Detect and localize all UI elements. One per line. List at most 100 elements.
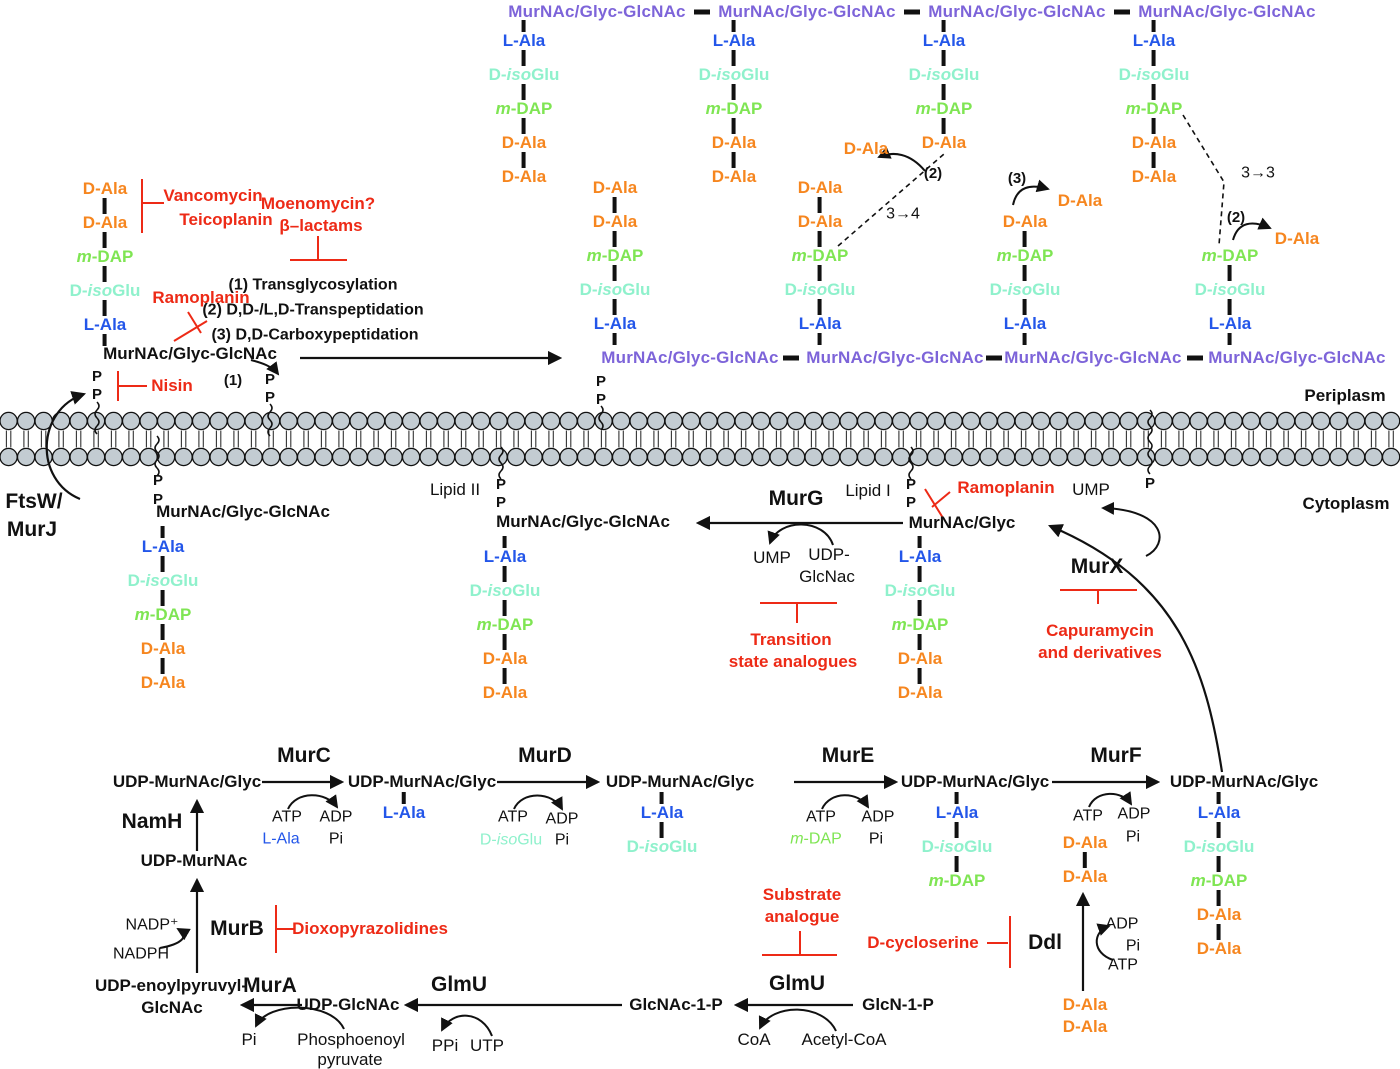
residue-isoglu: D-isoGlu [1118,65,1190,84]
residue-dala: D-Ala [1062,867,1108,886]
residue-isoglu: D-isoGlu [921,837,993,856]
peptide-bond [612,231,617,247]
peptide-bond [941,50,946,66]
residue-isoglu: D-isoGlu [127,571,199,590]
released-dala-1: D-Ala [843,139,889,159]
peptide-bond [817,265,822,281]
ddl-adp-label: ADP [1105,915,1139,933]
residue-lala: L-Ala [502,31,546,50]
residue-isoglu: D-isoGlu [1194,280,1266,299]
undecaprenyl-anchor-squiggle-4 [154,435,160,477]
mure-adp-label: ADP [861,808,895,826]
ppi-label: PPi [431,1036,459,1056]
ramoplanin-right-inhibit-bar [924,488,951,519]
peptide-chain-18: D-Ala [1063,996,1107,1014]
residue-lala: L-Ala [593,314,637,333]
nisin-inhibit-bar [117,371,147,401]
peptide-bond [502,634,507,650]
undecaprenyl-anchor-squiggle-6 [908,446,914,480]
peptide-bond [102,232,107,248]
residue-lala: L-Ala [712,31,756,50]
murd-atp-label: ATP [498,808,528,826]
residue-isoglu: D-isoGlu [579,280,651,299]
residue-mdap: m-DAP [1190,871,1248,890]
residue-isoglu: D-isoGlu [784,280,856,299]
peptide-chain-13: L-Ala [383,792,425,822]
step2b-release-arc [1232,217,1272,241]
peptide-bond [1151,118,1156,134]
ladder-udp-murnac-glyc-2: UDP-MurNAc/Glyc [347,772,497,792]
peptide-bond [1022,231,1027,247]
murd-adp-label: ADP [545,810,579,828]
nadp-label: NADP⁺ [125,916,179,934]
peptide-bond [102,266,107,282]
peptide-bond [521,118,526,134]
peptide-bond [731,152,736,168]
peptide-bond [941,20,946,32]
peptide-chain-19: D-Ala [1063,1018,1107,1036]
acetyl-coa-label: Acetyl-CoA [801,1030,887,1050]
ramoplanin-right-label: Ramoplanin [957,478,1055,498]
peptide-bond [612,299,617,315]
udp-enoylpyruvyl-label: UDP-enoylpyruvyl- [94,976,248,996]
residue-lala: L-Ala [483,547,527,566]
residue-lala: L-Ala [141,537,185,556]
lipid-bilayer-membrane [0,411,1400,467]
capuramycin-label-2: and derivatives [1038,643,1162,663]
murg-udp-label: UDP- [808,545,850,565]
step2b-label: (2) [1226,209,1246,227]
undecaprenyl-anchor-squiggle-7 [1147,409,1153,475]
vancomycin-inhibit-bar [141,179,164,233]
peptide-bond [1151,152,1156,168]
residue-dala: D-Ala [592,178,638,197]
transition-state-label-2: state analogues [728,652,858,672]
residue-isoglu: D-isoGlu [69,281,141,300]
bottom_row-unit-2: MurNAc/Glyc-GlcNAc [806,348,984,368]
peptide-bond [1022,333,1027,345]
reaction-arcs [159,146,1272,1037]
released-dala-3: D-Ala [1274,229,1320,249]
murf-atp-adp-arc [1088,791,1133,808]
peptide-bond [102,334,107,346]
peptide-bond [954,822,959,838]
lipid1-unit: MurNAc/Glyc [908,513,1016,533]
glcnac-1-p-label: GlcNAc-1-P [629,995,723,1015]
peptide-bond [160,590,165,606]
peptide-bond [160,556,165,572]
residue-dala: D-Ala [501,167,547,186]
residue-lala: L-Ala [798,314,842,333]
undecaprenyl-anchor-squiggle-5 [498,446,504,480]
residue-dala: D-Ala [1196,905,1242,924]
phosphate-label-6: P [595,391,607,409]
murd-label: MurD [518,743,572,767]
transition-state-inhibit-bar [760,602,837,623]
residue-mdap: m-DAP [586,246,644,265]
murc-atp-adp-arc [287,794,339,810]
cycloserine-label: D-cycloserine [867,933,979,953]
nadph-label: NADPH [112,945,170,963]
peptide-bond [731,84,736,100]
peptide-bond [817,197,822,213]
residue-isoglu: D-isoGlu [626,837,698,856]
bottom_row-glycosidic-bond-3 [1187,355,1203,361]
reaction2-label: (2) D,D-/L,D-Transpeptidation [202,301,424,319]
residue-dala: D-Ala [140,673,186,692]
peptide-bond [817,333,822,345]
step3-label: (3) [1007,170,1027,188]
ladder-udp-murnac-glyc-4: UDP-MurNAc/Glyc [900,772,1050,792]
crosslink-dashes [837,114,1225,247]
peptide-bond [1083,852,1087,868]
ladder-udp-murnac-glyc-5: UDP-MurNAc/Glyc [1169,772,1319,792]
murd-atp-adp-arc [513,794,563,811]
bottom_row-unit-3: MurNAc/Glyc-GlcNAc [1004,348,1182,368]
cytoplasm-left-unit: MurNAc/Glyc-GlcNAc [156,502,330,522]
murc-atp-label: ATP [272,808,302,826]
residue-dala: D-Ala [1196,939,1242,958]
